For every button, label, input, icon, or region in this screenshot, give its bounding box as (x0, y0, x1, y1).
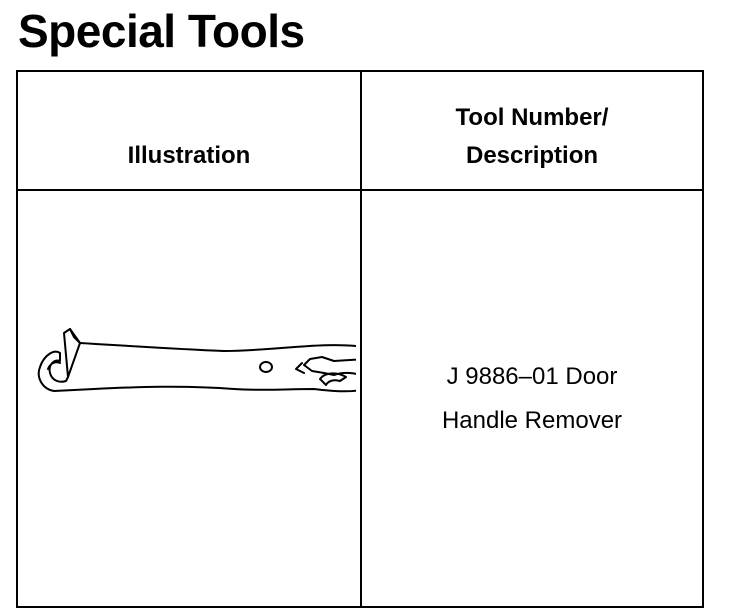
description-header-line-1: Tool Number/ (455, 104, 609, 131)
tool-description-line-1: J 9886–01 Door (446, 362, 618, 390)
page-title: Special Tools (18, 5, 305, 57)
tool-description-line-2: Handle Remover (441, 406, 623, 434)
door-handle-remover-tool-icon (37, 328, 356, 393)
illustration-cell (16, 189, 362, 608)
table-header-row: Illustration Tool Number/ Description (16, 70, 704, 191)
table-row: J 9886–01 Door Handle Remover (16, 189, 704, 608)
tool-description-cell: J 9886–01 Door Handle Remover (360, 189, 704, 608)
description-header-line-2: Description (465, 142, 599, 169)
special-tools-table: Illustration Tool Number/ Description (16, 70, 704, 608)
description-column-header: Tool Number/ Description (360, 70, 704, 191)
illustration-column-header: Illustration (16, 70, 362, 191)
